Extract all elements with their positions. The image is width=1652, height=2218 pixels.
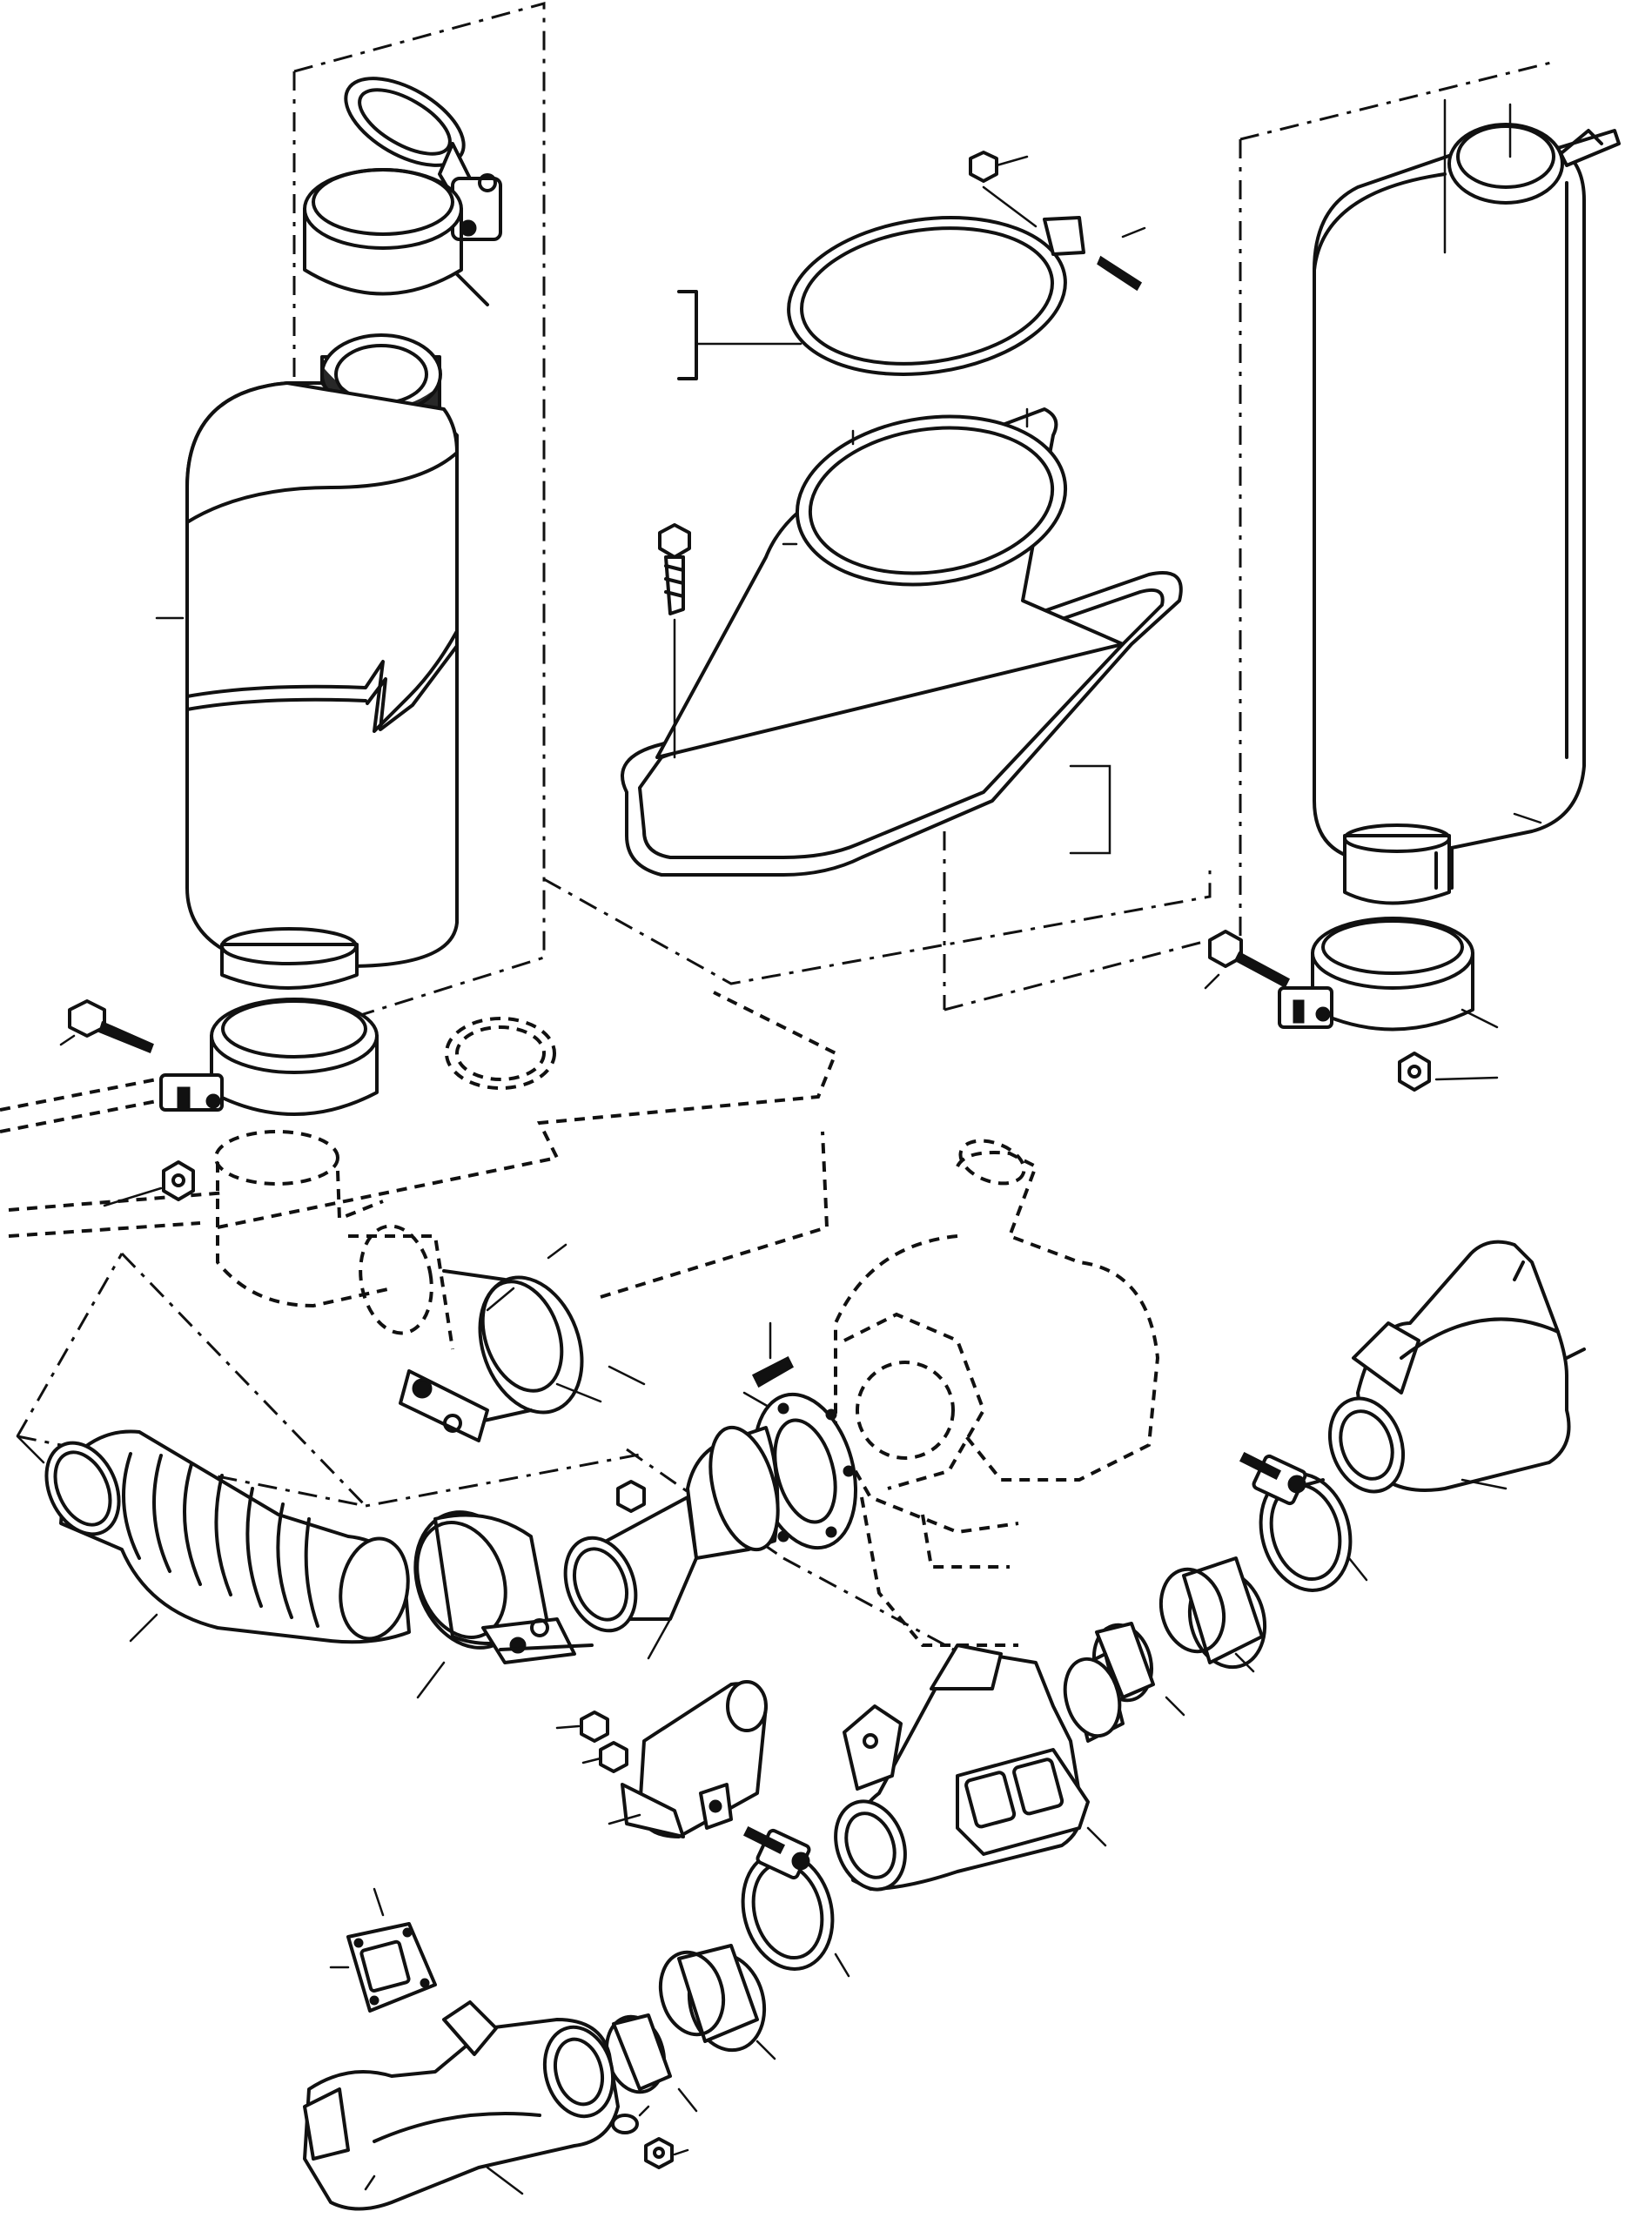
sleeve-front — [658, 1944, 776, 2060]
elbow-adapter — [563, 1425, 780, 1660]
exhaust-manifold-front — [303, 2000, 620, 2211]
nut-front — [611, 2105, 689, 2169]
leader-lines — [364, 1287, 646, 2191]
nut-bracket — [555, 1711, 628, 1773]
turbocharger — [834, 1139, 1160, 1647]
sleeve-rear — [1158, 1556, 1267, 1673]
nut-right — [1398, 1052, 1499, 1092]
flex-pipe — [16, 1429, 411, 1644]
gasket-front — [329, 1887, 437, 2013]
heat-shield — [621, 407, 1183, 877]
tbolt-clamp-rear — [1239, 1451, 1368, 1592]
exhaust-manifold-rear — [1327, 1240, 1586, 1494]
tbolt-clamp-front — [741, 1825, 850, 1978]
exhaust-manifold-center — [834, 1643, 1125, 1892]
muffler-vertical — [1313, 98, 1621, 905]
exhaust-clamp-top — [303, 168, 489, 306]
band-clamp-left — [159, 998, 379, 1116]
stud — [742, 1321, 794, 1412]
bolt-left — [59, 999, 154, 1053]
band-clamp-right — [1278, 917, 1499, 1032]
nut-left — [103, 1160, 195, 1207]
band-clamp-center — [677, 151, 1146, 380]
coupling — [413, 1510, 594, 1699]
bolt-center — [658, 523, 691, 759]
muffler-left — [155, 333, 459, 990]
saddle-clamp — [399, 1243, 602, 1442]
rain-cap — [344, 77, 502, 241]
bracket — [608, 1680, 768, 1838]
bolt-right — [1204, 930, 1290, 990]
exhaust-pipe-hidden — [0, 991, 838, 1350]
